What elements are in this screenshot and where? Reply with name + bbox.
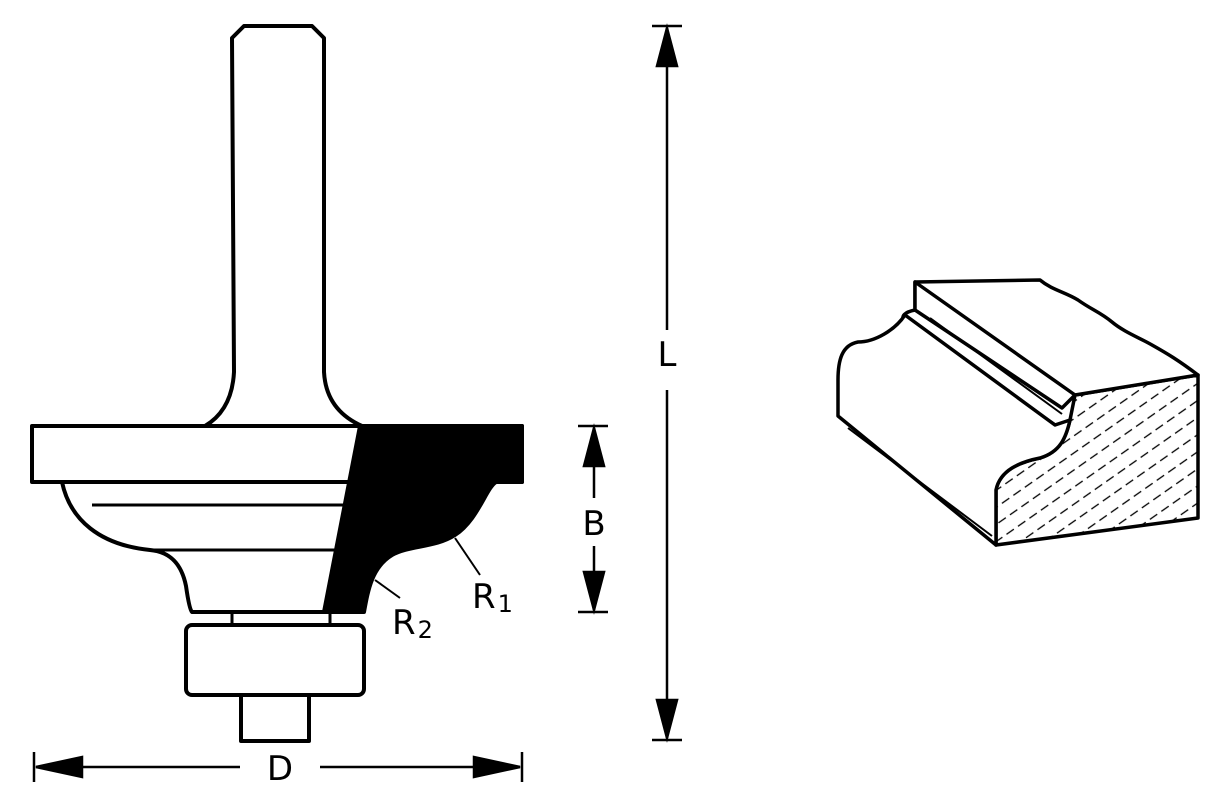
- dimension-l: [652, 23, 682, 743]
- d-arrow-right: [472, 755, 521, 779]
- cutting-blade: [322, 424, 524, 614]
- r2-label: R2: [392, 603, 433, 644]
- body-profile: [60, 481, 326, 614]
- r1-label: R1: [472, 577, 513, 618]
- dimension-b: [578, 423, 608, 615]
- d-arrow-left: [35, 755, 84, 779]
- r1-leader: [454, 537, 481, 576]
- b-label: B: [582, 504, 605, 544]
- bead-strip: [913, 280, 1077, 410]
- front-edge-line: [847, 427, 993, 537]
- b-arrow-down: [582, 570, 606, 615]
- bead-groove-2: [929, 317, 1063, 415]
- wood-profile: [836, 278, 1200, 547]
- r2-leader: [374, 579, 401, 599]
- pin: [239, 693, 311, 743]
- bearing: [184, 623, 366, 697]
- l-arrow-down: [655, 698, 679, 743]
- l-label: L: [658, 335, 677, 375]
- l-arrow-up: [655, 23, 679, 68]
- router-bit: [30, 24, 524, 743]
- dimension-d: [32, 752, 524, 782]
- shank: [203, 24, 364, 428]
- front-face: [836, 313, 1072, 547]
- d-label: D: [267, 749, 293, 789]
- b-arrow-up: [582, 423, 606, 468]
- top-face: [913, 278, 1200, 397]
